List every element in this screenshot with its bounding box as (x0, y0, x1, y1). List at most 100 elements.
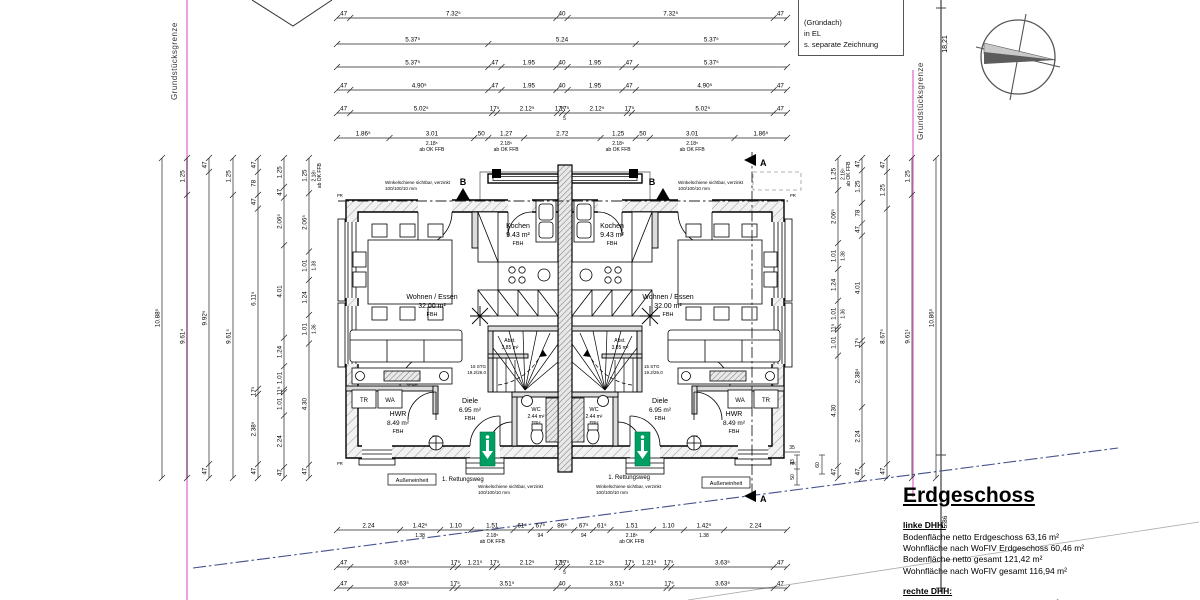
room-name: Abst. (614, 338, 625, 344)
dimension-label: 17⁵ (855, 337, 862, 347)
dimension-label: 47 (880, 161, 887, 169)
dimension-label: 17⁵ (451, 560, 461, 567)
dryer-box (351, 389, 377, 409)
dimension-label: 94 (538, 533, 544, 539)
exit-sign-right (634, 431, 651, 467)
dimension-label: 40 (558, 581, 566, 588)
angle-rail-note: Winkelschiene sichtbar, verzinkt (478, 484, 544, 489)
dimension-chain: 1.259.61¹ (905, 154, 916, 482)
radiator-tag: SPMB (406, 382, 418, 387)
dimension-label: 1.25 (180, 170, 187, 183)
room-floor: FBH (729, 429, 740, 435)
dining-table (677, 239, 763, 305)
dimension-label: 47 (777, 11, 785, 18)
room-area: 6.95 m² (459, 407, 482, 414)
dimension-label: 3.63⁵ (394, 560, 409, 567)
dimension-label: 5.37⁵ (405, 60, 420, 67)
dimension-label: 2.24 (855, 430, 862, 443)
dimension-label: 47 (626, 83, 634, 90)
right-unit-areas: rechte DHH: Bodenfläche netto Erdgeschos… (903, 586, 1199, 600)
porch-post (492, 169, 501, 178)
washer-box (727, 389, 753, 409)
dimension-label: 43 (790, 459, 796, 465)
room-name: Kochen (600, 223, 624, 230)
dimension-label: 1.36 (312, 324, 318, 334)
angle-rail-note: 100/100/10 mm (678, 186, 710, 191)
room-area: 9.43 m² (506, 232, 530, 239)
dimension-chain: 1.259.61⁵ (226, 154, 237, 482)
room-name: Diele (652, 398, 668, 405)
dimension-label: 2.12⁵ (589, 560, 604, 567)
dimension-label: ab OK FFB (846, 161, 852, 187)
dimension-label: 47 (277, 469, 284, 477)
dimension-label: 1.24 (302, 291, 309, 304)
room-name: WC (531, 407, 540, 413)
plant (470, 306, 490, 326)
dimension-label: 3.01 (426, 131, 439, 138)
furniture-left (349, 199, 559, 451)
washer-label: WA (735, 398, 744, 404)
dimension-label: 47 (855, 225, 862, 233)
outdoor-unit-label: Außeneinheit (396, 478, 429, 484)
dimension-label: ab OK FFB (419, 147, 445, 153)
dimension-label: 10.86⁵ (929, 308, 936, 327)
dimension-label: 1.51 (486, 523, 499, 530)
wc-sink (521, 395, 533, 407)
dimension-label: 60 (815, 462, 821, 468)
room-floor: FBH (663, 312, 674, 318)
dimension-label: 1.42⁵ (696, 523, 711, 530)
room-area: 2.44 m² (528, 414, 545, 420)
room-name: HWR (390, 411, 407, 418)
dimension-label: 2.12⁵ (520, 560, 535, 567)
stair-right (571, 330, 638, 393)
dimension-label: 2.24 (362, 523, 375, 530)
dimension-label: 11⁵ (277, 386, 284, 396)
dimension-label: 7.32⁵ (663, 11, 678, 18)
dimension-label: 1.24 (277, 345, 284, 358)
dimension-label: 1.01 (302, 259, 309, 272)
dimension-label: 47 (491, 83, 499, 90)
dimension-label: 4.01 (277, 285, 284, 298)
dimension-label: 1.38 (312, 261, 318, 271)
dimension-label: 3.01 (686, 131, 699, 138)
angle-rail-note: Winkelschiene sichtbar, verzinkt (596, 484, 662, 489)
left-unit-heading: linke DHH: (903, 520, 946, 530)
room-floor: FBH (532, 420, 541, 425)
dimension-label: 1.38 (699, 533, 709, 539)
dimension-label: 47 (855, 468, 862, 476)
dimension-label: ab OK FFB (480, 539, 506, 545)
dimension-label: 2.18⁵ (612, 141, 624, 147)
dimension-label: 3.63⁵ (715, 560, 730, 567)
dimension-label: 1.27 (500, 131, 513, 138)
dimension-label: 47 (777, 106, 785, 113)
section-label-a: A (760, 158, 767, 168)
dimension-label: ab OK FFB (680, 147, 706, 153)
washer-label: WA (385, 398, 394, 404)
dimension-label: 9.61¹ (905, 329, 912, 343)
dimension-label: 4.30 (831, 404, 838, 417)
room-name: HWR (726, 411, 743, 418)
section-markers: B B A A (338, 152, 788, 504)
dimension-label: 47 (855, 160, 862, 168)
dimension-label: 1.01 (277, 397, 284, 410)
dimension-label: 17⁵ (490, 106, 500, 113)
room-floor: FBH (427, 312, 438, 318)
dimension-label: 47 (251, 161, 258, 169)
dimension-label: 5.37⁵ (405, 37, 420, 44)
washer-box (377, 389, 403, 409)
dimension-chain: 10.88⁵ (155, 154, 166, 482)
exit-sign-left (479, 431, 496, 467)
area-line: Bodenfläche netto Erdgeschoss 63,16 m² (903, 598, 1199, 600)
dimension-label: 47 (302, 467, 309, 475)
dimension-label: 67⁵ (536, 523, 546, 530)
room-floor: FBH (513, 241, 524, 247)
dimension-label: 35 (789, 445, 795, 451)
roof-note-line: in EL (804, 29, 822, 39)
plant (640, 306, 660, 326)
dimension-label: 3.63⁵ (715, 581, 730, 588)
dimension-label: 9.92⁵ (202, 310, 209, 325)
